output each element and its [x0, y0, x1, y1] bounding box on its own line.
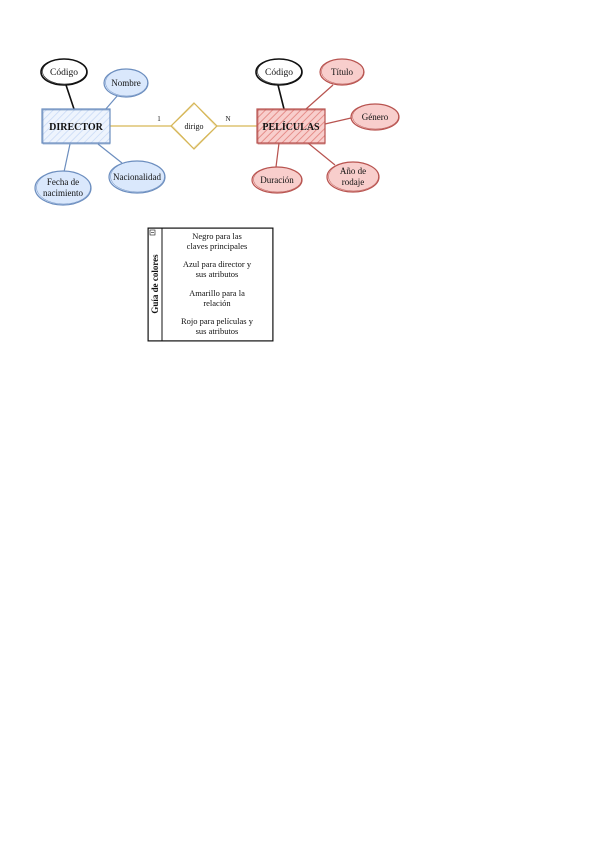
director-attr-fecha-nacimiento[interactable]: Fecha de nacimiento: [34, 170, 92, 206]
peliculas-codigo-label: Código: [265, 68, 293, 78]
connector-peliculas-anio: [307, 142, 336, 166]
peliculas-attr-titulo[interactable]: Título: [319, 58, 365, 86]
legend-line-1b: claves principales: [187, 241, 248, 251]
connector-director-codigo: [65, 84, 75, 110]
connector-director-nombre: [104, 94, 119, 111]
connector-director-fecha: [63, 143, 71, 173]
peliculas-entity[interactable]: PELÍCULAS: [256, 108, 326, 145]
legend-line-2a: Azul para director y: [183, 259, 252, 269]
relation-diamond[interactable]: dirigo: [170, 102, 218, 150]
peliculas-attr-duracion[interactable]: Duración: [251, 166, 303, 194]
director-fecha-label-2: nacimiento: [43, 188, 83, 198]
director-attr-nombre[interactable]: Nombre: [103, 68, 149, 98]
peliculas-attr-anio-rodaje[interactable]: Año de rodaje: [326, 161, 380, 193]
peliculas-attr-genero[interactable]: Género: [350, 103, 400, 131]
peliculas-titulo-label: Título: [331, 67, 353, 77]
cardinality-left: 1: [157, 115, 161, 123]
connector-peliculas-codigo: [277, 84, 285, 110]
legend-line-3a: Amarillo para la: [189, 288, 245, 298]
director-label: DIRECTOR: [49, 122, 103, 133]
cardinality-right: N: [225, 115, 230, 123]
connector-peliculas-genero: [324, 117, 352, 125]
legend-line-1a: Negro para las: [192, 231, 242, 241]
peliculas-genero-label: Género: [362, 112, 389, 122]
director-fecha-label-1: Fecha de: [47, 177, 79, 187]
director-nombre-label: Nombre: [111, 78, 141, 88]
legend-line-3b: relación: [203, 298, 231, 308]
peliculas-anio-label-1: Año de: [340, 166, 366, 176]
director-codigo-label: Código: [50, 68, 78, 78]
director-entity[interactable]: DIRECTOR: [41, 108, 111, 145]
legend-line-4b: sus atributos: [196, 326, 239, 336]
director-nacionalidad-label: Nacionalidad: [113, 172, 161, 182]
legend-line-4a: Rojo para películas y: [181, 316, 254, 326]
peliculas-attr-codigo[interactable]: Código: [255, 58, 303, 86]
color-legend[interactable]: Guía de colores Negro para las claves pr…: [147, 227, 274, 342]
peliculas-duracion-label: Duración: [260, 175, 294, 185]
legend-title: Guía de colores: [150, 254, 160, 314]
peliculas-label: PELÍCULAS: [262, 121, 320, 133]
director-attr-nacionalidad[interactable]: Nacionalidad: [108, 160, 166, 194]
connector-director-nacionalidad: [97, 143, 123, 164]
legend-line-2b: sus atributos: [196, 269, 239, 279]
peliculas-anio-label-2: rodaje: [342, 177, 365, 187]
connector-peliculas-duracion: [275, 142, 280, 168]
director-attr-codigo[interactable]: Código: [40, 58, 88, 86]
connector-peliculas-titulo: [305, 84, 334, 110]
relation-label: dirigo: [184, 122, 203, 131]
